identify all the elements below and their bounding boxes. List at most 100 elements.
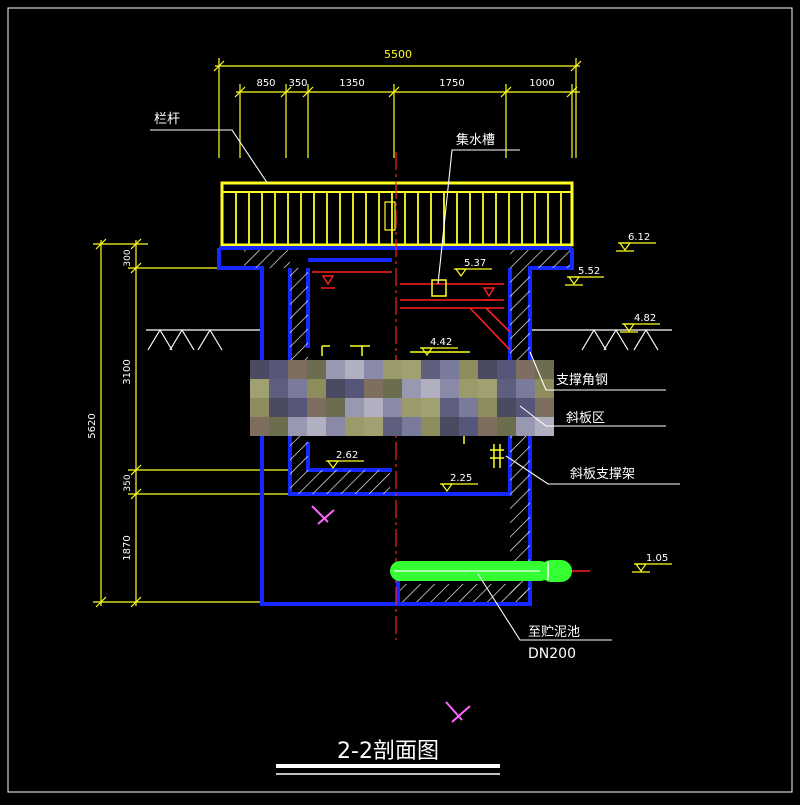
mosaic-tile [497, 379, 516, 398]
elev-marker-6-12 [616, 242, 656, 252]
mosaic-tile [516, 360, 535, 379]
elev-5-52: 5.52 [578, 266, 600, 277]
mosaic-tile [535, 398, 554, 417]
mosaic-tile [535, 379, 554, 398]
elev-4-42: 4.42 [430, 337, 452, 348]
mosaic-tile [402, 398, 421, 417]
dim-seg-4: 1750 [439, 78, 464, 89]
mosaic-tile [421, 360, 440, 379]
mosaic-tile [250, 360, 269, 379]
mosaic-tile [459, 360, 478, 379]
ground-line-left [146, 328, 262, 351]
railing [220, 181, 574, 247]
label-plate-support: 斜板支撑架 [570, 467, 635, 482]
elev-marker-4-42 [420, 347, 458, 357]
mosaic-tile [421, 417, 440, 436]
mosaic-tile [269, 417, 288, 436]
mosaic-tile [250, 417, 269, 436]
label-to-sludge-tank: 至贮泥池 [528, 625, 580, 640]
elev-1-05: 1.05 [646, 553, 668, 564]
mosaic-tile [383, 360, 402, 379]
mosaic-tile [345, 398, 364, 417]
elev-5-37: 5.37 [464, 258, 486, 269]
elev-marker-2-62 [326, 460, 364, 470]
sheet-frame [7, 7, 793, 793]
label-support-angle: 支撑角钢 [556, 373, 608, 388]
obscured-region [250, 360, 554, 436]
ground-line-right [530, 328, 672, 351]
mosaic-tile [459, 417, 478, 436]
mosaic-tile [326, 379, 345, 398]
mosaic-tile [250, 398, 269, 417]
mosaic-tile [440, 417, 459, 436]
mosaic-tile [478, 398, 497, 417]
elev-2-25: 2.25 [450, 473, 472, 484]
dim-left-seg-4: 1870 [122, 535, 133, 560]
mosaic-tile [345, 417, 364, 436]
mosaic-tile [459, 398, 478, 417]
elev-marker-5-52 [565, 276, 604, 286]
mosaic-tile [497, 398, 516, 417]
top-overall-dimension [213, 58, 582, 158]
collector-bracket [384, 201, 396, 231]
leader-lines [150, 129, 680, 641]
concrete-hatch [244, 250, 570, 602]
mosaic-tile [307, 398, 326, 417]
sludge-pipe [390, 560, 590, 582]
collector-trough [431, 279, 447, 297]
dim-seg-2: 350 [288, 78, 307, 89]
mosaic-tile [402, 379, 421, 398]
mosaic-tile [516, 417, 535, 436]
mosaic-tile [383, 398, 402, 417]
mosaic-tile [478, 379, 497, 398]
mosaic-tile [440, 398, 459, 417]
mosaic-tile [478, 360, 497, 379]
dim-overall-top: 5500 [384, 48, 412, 61]
mosaic-tile [326, 417, 345, 436]
elev-marker-1-05 [632, 563, 672, 573]
dim-seg-1: 850 [256, 78, 275, 89]
mosaic-tile [402, 417, 421, 436]
elev-6-12: 6.12 [628, 232, 650, 243]
label-railing: 栏杆 [154, 112, 180, 127]
mosaic-tile [421, 398, 440, 417]
dim-left-seg-1: 300 [123, 249, 133, 266]
mosaic-tile [269, 360, 288, 379]
water-level [312, 271, 511, 351]
mosaic-tile [497, 417, 516, 436]
mosaic-tile [364, 398, 383, 417]
label-collector: 集水槽 [456, 132, 495, 148]
mosaic-tile [402, 360, 421, 379]
mosaic-tile [307, 360, 326, 379]
marker-icon-2 [445, 701, 471, 723]
mosaic-tile [459, 379, 478, 398]
dim-overall-left: 5620 [87, 413, 98, 438]
mosaic-tile [288, 398, 307, 417]
label-inclined-plate: 斜板区 [566, 411, 605, 426]
mosaic-tile [383, 417, 402, 436]
mosaic-tile [497, 360, 516, 379]
dim-seg-5: 1000 [529, 78, 554, 89]
label-pipe-size: DN200 [528, 646, 576, 662]
elev-2-62: 2.62 [336, 450, 358, 461]
mosaic-tile [307, 379, 326, 398]
elev-marker-5-37 [454, 268, 492, 278]
mosaic-tile [421, 379, 440, 398]
top-segment-dimensions [234, 84, 580, 158]
mosaic-tile [364, 360, 383, 379]
water-level-markers [321, 275, 496, 301]
mosaic-tile [478, 417, 497, 436]
marker-icon-1 [311, 505, 335, 525]
mosaic-tile [516, 379, 535, 398]
mosaic-tile [383, 379, 402, 398]
dim-left-seg-2: 3100 [122, 359, 133, 384]
elev-4-82: 4.82 [634, 313, 656, 324]
drawing-title: 2-2剖面图 [337, 739, 439, 764]
mosaic-tile [269, 379, 288, 398]
mosaic-tile [269, 398, 288, 417]
elev-marker-2-25 [440, 483, 478, 493]
support-angle-steel [321, 345, 470, 356]
mosaic-tile [326, 360, 345, 379]
elev-marker-4-82 [620, 323, 660, 333]
